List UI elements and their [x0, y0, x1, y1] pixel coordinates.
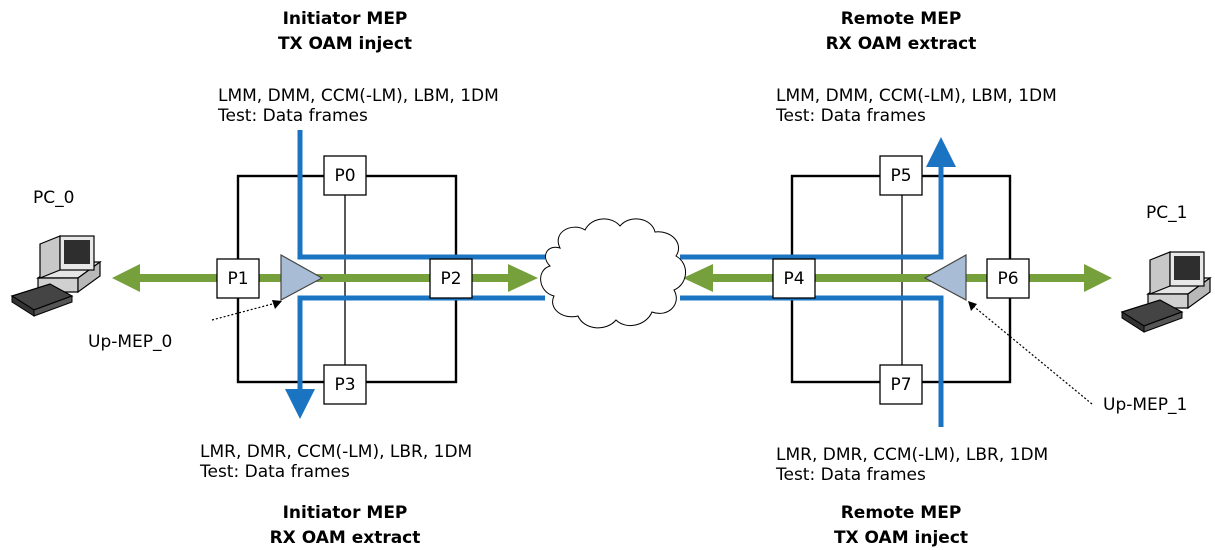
network-cloud — [540, 218, 686, 329]
port-p2: P2 — [429, 258, 473, 299]
remote-rx-heading-line1: Remote MEP — [841, 9, 962, 29]
svg-text:P3: P3 — [334, 375, 355, 395]
port-p3: P3 — [323, 364, 367, 405]
initiator-tx-heading-line2: TX OAM inject — [278, 34, 412, 54]
data-flow-right-arrowhead-in — [683, 264, 713, 292]
remote-tx-frames-line1: LMR, DMR, CCM(-LM), LBR, 1DM — [776, 445, 1048, 465]
remote-rx-heading-line2: RX OAM extract — [826, 34, 977, 54]
remote-tx-frames-line2: Test: Data frames — [775, 465, 926, 485]
oam-inject-path-right — [680, 295, 944, 427]
svg-text:P0: P0 — [334, 166, 355, 186]
remote-rx-frames-line1: LMM, DMM, CCM(-LM), LBM, 1DM — [776, 86, 1057, 106]
pointer-up-mep-0-head — [272, 300, 282, 309]
initiator-tx-heading-line1: Initiator MEP — [283, 9, 408, 29]
pc-0-icon — [10, 235, 102, 317]
svg-text:P1: P1 — [227, 269, 248, 289]
oam-inject-path-left — [297, 130, 545, 260]
svg-text:P6: P6 — [997, 269, 1018, 289]
port-p4: P4 — [772, 258, 816, 299]
oam-extract-path-right — [680, 137, 956, 260]
data-flow-left-arrowhead-in — [112, 264, 140, 292]
svg-text:P5: P5 — [890, 166, 911, 186]
pc-0-label: PC_0 — [33, 188, 74, 208]
data-flow-right-arrowhead-out — [1084, 264, 1112, 292]
up-mep-1-icon — [923, 253, 967, 302]
port-p7: P7 — [879, 364, 923, 405]
up-mep-1-label: Up-MEP_1 — [1103, 395, 1187, 415]
up-mep-0-icon — [280, 253, 324, 302]
port-p5: P5 — [879, 155, 923, 196]
pointer-up-mep-1-head — [968, 301, 977, 311]
pointer-up-mep-0 — [211, 302, 277, 321]
remote-rx-frames-line2: Test: Data frames — [775, 106, 926, 126]
initiator-tx-frames-line2: Test: Data frames — [217, 106, 368, 126]
svg-text:P2: P2 — [440, 269, 461, 289]
initiator-rx-frames-line1: LMR, DMR, CCM(-LM), LBR, 1DM — [200, 442, 472, 462]
svg-text:P7: P7 — [890, 375, 911, 395]
port-p6: P6 — [986, 258, 1030, 299]
initiator-rx-frames-line2: Test: Data frames — [199, 462, 350, 482]
port-p1: P1 — [216, 258, 260, 299]
port-p0: P0 — [323, 155, 367, 196]
pc-1-label: PC_1 — [1146, 203, 1187, 223]
data-flow-left-arrowhead-out — [508, 264, 538, 292]
svg-text:P4: P4 — [783, 269, 804, 289]
initiator-rx-heading-line1: Initiator MEP — [283, 503, 408, 523]
pc-1-icon — [1120, 251, 1212, 333]
remote-tx-heading-line2: TX OAM inject — [834, 528, 968, 548]
initiator-tx-frames-line1: LMM, DMM, CCM(-LM), LBM, 1DM — [218, 86, 499, 106]
pointer-up-mep-1 — [971, 304, 1093, 405]
initiator-rx-heading-line2: RX OAM extract — [270, 528, 421, 548]
up-mep-0-label: Up-MEP_0 — [88, 332, 172, 352]
remote-tx-heading-line1: Remote MEP — [841, 503, 962, 523]
